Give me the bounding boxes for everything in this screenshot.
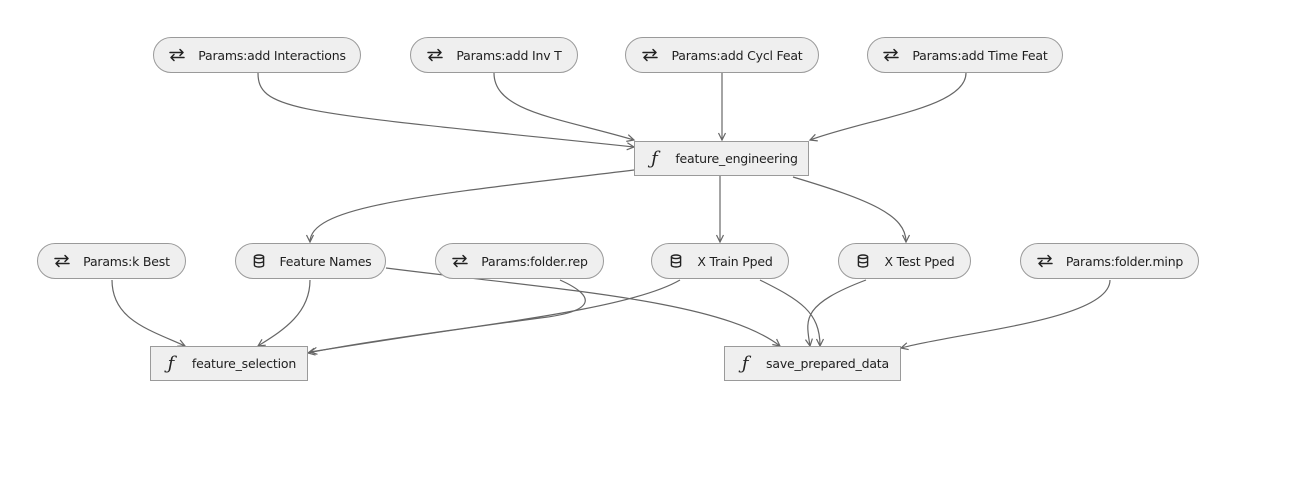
edge-d_names-to-spd xyxy=(385,267,782,347)
database-icon xyxy=(250,252,268,270)
node-label: save_prepared_data xyxy=(766,356,889,371)
node-params-k-best[interactable]: Params:k Best xyxy=(37,243,186,279)
node-label: X Train Pped xyxy=(697,253,773,269)
edge-p_kbest-to-fs xyxy=(111,279,187,347)
edge-d_xtrain-to-fs xyxy=(306,279,681,356)
node-label: Params:add Time Feat xyxy=(912,47,1048,63)
edge-p_minp-to-spd xyxy=(899,279,1111,351)
database-icon xyxy=(667,252,685,270)
node-feature-engineering[interactable]: ƒ feature_engineering xyxy=(634,141,809,176)
node-label: Feature Names xyxy=(279,253,372,269)
node-params-add-cycl-feat[interactable]: Params:add Cycl Feat xyxy=(625,37,819,73)
edge-d_names-to-fs xyxy=(256,279,311,347)
node-label: Params:add Cycl Feat xyxy=(671,47,803,63)
node-label: Params:add Inv T xyxy=(456,47,562,63)
swap-arrows-icon xyxy=(168,46,186,64)
edge-p_interactions-to-fe xyxy=(257,72,636,151)
edge-group xyxy=(111,72,1111,356)
edge-fe-to-d_names xyxy=(305,169,635,244)
swap-arrows-icon xyxy=(882,46,900,64)
node-feature-names[interactable]: Feature Names xyxy=(235,243,386,279)
edge-d_xtest-to-spd xyxy=(804,279,867,348)
function-icon: ƒ xyxy=(651,147,658,169)
swap-arrows-icon xyxy=(451,252,469,270)
function-icon: ƒ xyxy=(741,352,749,374)
node-x-test-pped[interactable]: X Test Pped xyxy=(838,243,971,279)
node-params-add-inv-t[interactable]: Params:add Inv T xyxy=(410,37,578,73)
node-params-folder-rep[interactable]: Params:folder.rep xyxy=(435,243,604,279)
database-icon xyxy=(854,252,872,270)
node-label: feature_selection xyxy=(191,356,297,371)
node-label: Params:folder.minp xyxy=(1065,253,1184,269)
node-label: Params:add Interactions xyxy=(198,47,346,63)
function-icon: ƒ xyxy=(167,352,175,374)
node-save-prepared-data[interactable]: ƒ save_prepared_data xyxy=(724,346,901,381)
swap-arrows-icon xyxy=(641,46,659,64)
node-params-folder-minp[interactable]: Params:folder.minp xyxy=(1020,243,1199,279)
node-params-add-time-feat[interactable]: Params:add Time Feat xyxy=(867,37,1063,73)
node-label: Params:folder.rep xyxy=(481,253,588,269)
swap-arrows-icon xyxy=(426,46,444,64)
node-label: feature_engineering xyxy=(675,151,798,166)
node-x-train-pped[interactable]: X Train Pped xyxy=(651,243,789,279)
node-label: X Test Pped xyxy=(884,253,955,269)
edge-p_invt-to-fe xyxy=(493,72,636,142)
swap-arrows-icon xyxy=(1036,252,1054,270)
swap-arrows-icon xyxy=(53,252,71,270)
node-feature-selection[interactable]: ƒ feature_selection xyxy=(150,346,308,381)
edge-p_time-to-fe xyxy=(808,72,967,142)
edge-d_xtrain-to-spd xyxy=(759,279,825,348)
node-params-add-interactions[interactable]: Params:add Interactions xyxy=(153,37,361,73)
node-label: Params:k Best xyxy=(83,253,170,269)
edge-fe-to-d_xtest xyxy=(792,176,911,244)
